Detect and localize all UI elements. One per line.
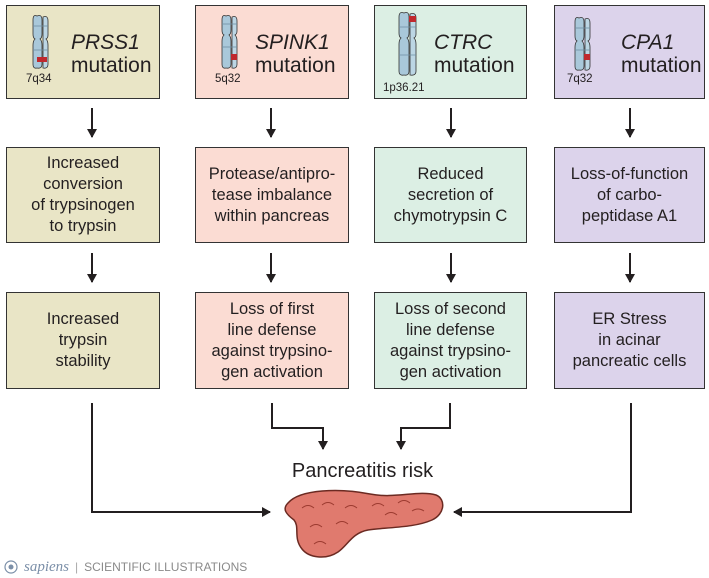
mutation-label: mutation — [621, 54, 702, 77]
locus-label: 5q32 — [215, 73, 241, 85]
locus-label: 1p36.21 — [383, 82, 425, 94]
effect-box-spink1: Loss of first line defense against tryps… — [195, 292, 349, 389]
effect-text: Increased trypsin stability — [46, 310, 120, 370]
mutation-label: mutation — [71, 54, 152, 77]
arrow-elbow-icon — [91, 403, 271, 517]
mechanism-text: Protease/antipro- tease imbalance within… — [208, 164, 336, 225]
mechanism-box-cpa1: Loss-of-function of carbo- peptidase A1 — [554, 147, 705, 243]
locus-label: 7q32 — [567, 73, 593, 85]
mutation-label: mutation — [434, 54, 515, 77]
gene-name: PRSS1 — [71, 31, 140, 54]
gene-name: SPINK1 — [255, 31, 330, 54]
effect-text: Loss of second line defense against tryp… — [389, 299, 512, 381]
mechanism-text: Loss-of-function of carbo- peptidase A1 — [570, 164, 689, 225]
mechanism-box-spink1: Protease/antipro- tease imbalance within… — [195, 147, 349, 243]
chromosome-icon — [398, 12, 417, 76]
chromosome-icon — [574, 17, 591, 71]
effect-box-prss1: Increased trypsin stability — [6, 292, 160, 389]
arrow-elbow-icon — [271, 403, 328, 450]
gene-box-spink1: 5q32 SPINK1 mutation — [195, 5, 349, 99]
sapiens-logo-icon — [4, 560, 18, 574]
outcome-label: Pancreatitis risk — [291, 460, 434, 482]
effect-box-ctrc: Loss of second line defense against tryp… — [374, 292, 527, 389]
mutation-label: mutation — [255, 54, 336, 77]
effect-text: Loss of first line defense against tryps… — [211, 299, 333, 381]
footer-brand: sapiens — [24, 558, 69, 575]
mechanism-text: Reduced secretion of chymotrypsin C — [393, 164, 508, 225]
gene-box-prss1: 7q34 PRSS1 mutation — [6, 5, 160, 99]
mechanism-text: Increased conversion of trypsinogen to t… — [31, 154, 135, 235]
gene-box-cpa1: 7q32 CPA1 mutation — [554, 5, 705, 99]
chromosome-icon — [32, 15, 49, 69]
mechanism-box-prss1: Increased conversion of trypsinogen to t… — [6, 147, 160, 243]
arrow-elbow-icon — [396, 403, 451, 450]
locus-label: 7q34 — [26, 73, 52, 85]
footer-text: SCIENTIFIC ILLUSTRATIONS — [84, 560, 248, 574]
footer-credit: sapiens | SCIENTIFIC ILLUSTRATIONS — [4, 558, 247, 576]
mechanism-box-ctrc: Reduced secretion of chymotrypsin C — [374, 147, 527, 243]
arrow-elbow-icon — [453, 403, 632, 517]
gene-name: CTRC — [434, 31, 493, 54]
pancreas-icon — [284, 489, 444, 558]
footer-separator: | — [75, 560, 79, 574]
effect-box-cpa1: ER Stress in acinar pancreatic cells — [554, 292, 705, 389]
gene-box-ctrc: 1p36.21 CTRC mutation — [374, 5, 527, 99]
effect-text: ER Stress in acinar pancreatic cells — [572, 310, 687, 370]
gene-name: CPA1 — [621, 31, 675, 54]
chromosome-icon — [221, 15, 238, 69]
